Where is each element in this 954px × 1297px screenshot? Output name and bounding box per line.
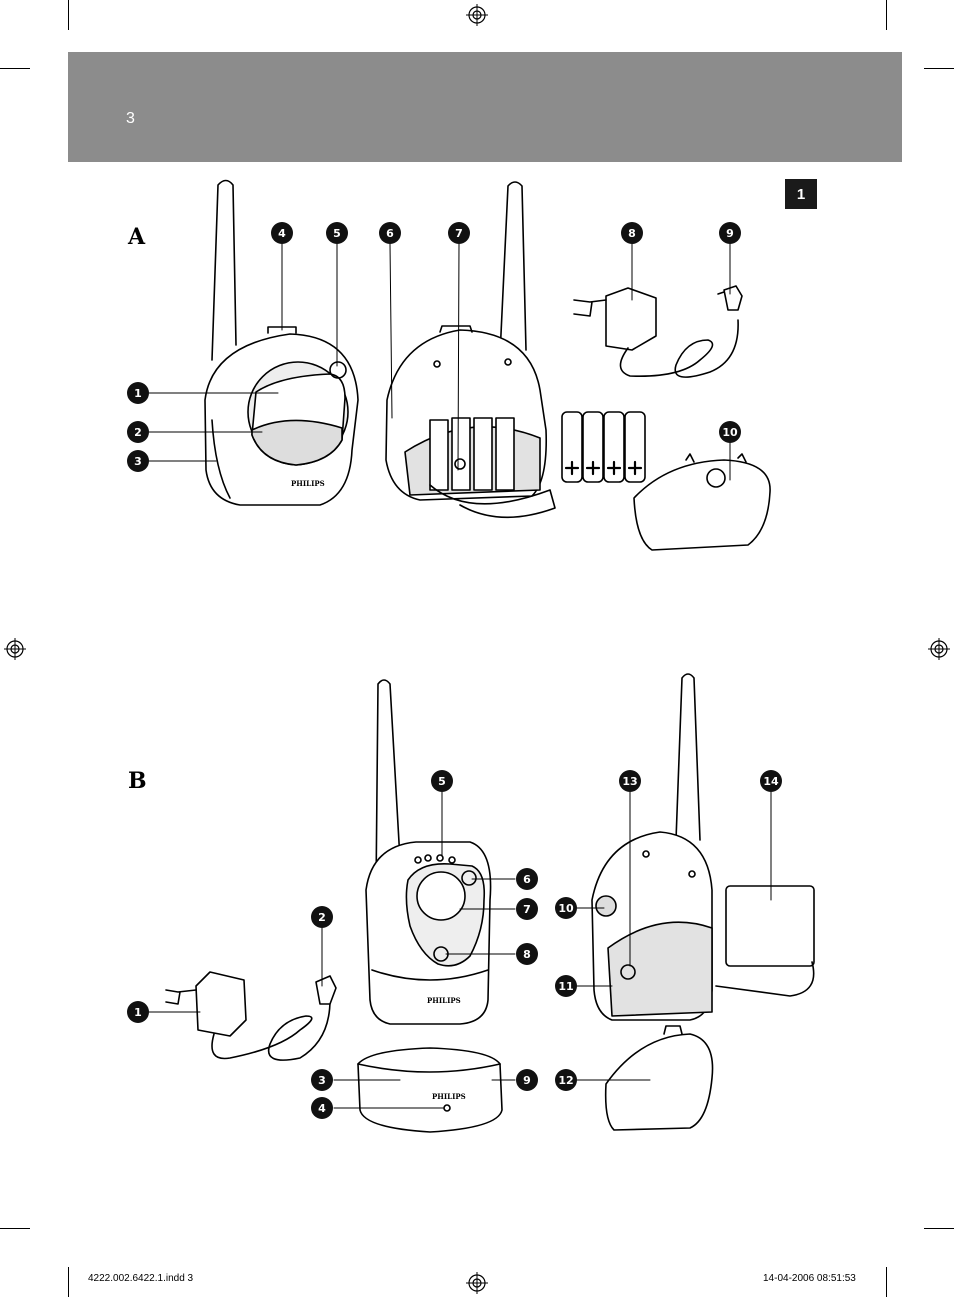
callout-b-1: 1 (127, 1001, 149, 1023)
callout-a-5: 5 (326, 222, 348, 244)
section-b-label: B (128, 768, 147, 794)
callout-b-4: 4 (311, 1097, 333, 1119)
crop-mark (886, 1267, 887, 1297)
crop-mark (68, 1267, 69, 1297)
power-adapter-icon (195, 971, 247, 1037)
battery-pack-icon (725, 885, 815, 967)
battery-cover-icon (604, 1033, 714, 1131)
callout-b-13: 13 (619, 770, 641, 792)
crop-mark (0, 1228, 30, 1229)
baby-unit-front-icon (204, 333, 359, 506)
charging-base-icon (357, 1047, 503, 1133)
callout-a-4: 4 (271, 222, 293, 244)
callout-a-7: 7 (448, 222, 470, 244)
battery-cover-icon (633, 459, 771, 551)
crop-mark (924, 68, 954, 69)
callout-b-7: 7 (516, 898, 538, 920)
registration-mark-icon (466, 1272, 488, 1294)
callout-b-10: 10 (555, 897, 577, 919)
callout-b-12: 12 (555, 1069, 577, 1091)
page-number: 3 (126, 110, 135, 127)
antenna-icon (675, 673, 701, 841)
battery-icon (561, 411, 646, 483)
callout-b-8: 8 (516, 943, 538, 965)
callout-b-5: 5 (431, 770, 453, 792)
callout-a-2: 2 (127, 421, 149, 443)
section-a-label: A (128, 224, 146, 250)
brand-wordmark: PHILIPS (427, 996, 461, 1005)
callout-a-9: 9 (719, 222, 741, 244)
plug-icon (315, 975, 337, 1005)
callout-a-1: 1 (127, 382, 149, 404)
callout-a-10: 10 (719, 421, 741, 443)
brand-wordmark: PHILIPS (291, 479, 325, 488)
callout-b-11: 11 (555, 975, 577, 997)
callout-b-14: 14 (760, 770, 782, 792)
callout-b-9: 9 (516, 1069, 538, 1091)
crop-mark (924, 1228, 954, 1229)
header-band (68, 52, 902, 162)
power-adapter-icon (605, 287, 657, 351)
footer-timestamp: 14-04-2006 08:51:53 (763, 1273, 856, 1284)
callout-b-6: 6 (516, 868, 538, 890)
callout-a-8: 8 (621, 222, 643, 244)
brand-wordmark: PHILIPS (432, 1092, 466, 1101)
crop-mark (0, 68, 30, 69)
antenna-icon (375, 679, 401, 891)
callout-b-3: 3 (311, 1069, 333, 1091)
registration-mark-icon (466, 4, 488, 26)
antenna-icon (499, 181, 527, 356)
callout-a-6: 6 (379, 222, 401, 244)
registration-mark-icon (4, 638, 26, 660)
callout-a-3: 3 (127, 450, 149, 472)
footer-filename: 4222.002.6422.1.indd 3 (88, 1273, 194, 1284)
registration-mark-icon (928, 638, 950, 660)
chapter-tab: 1 (785, 179, 817, 209)
crop-mark (68, 0, 69, 30)
antenna-icon (211, 179, 237, 361)
crop-mark (886, 0, 887, 30)
callout-b-2: 2 (311, 906, 333, 928)
plug-icon (723, 285, 743, 311)
